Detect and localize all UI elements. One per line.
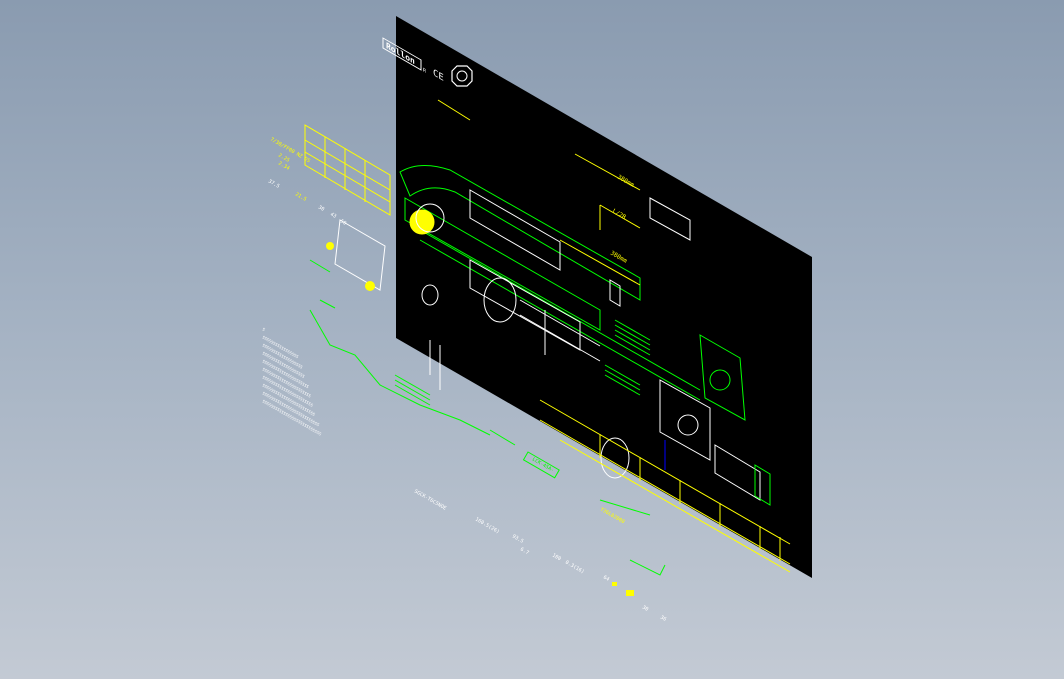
dim-value: 100 [551, 553, 562, 563]
ce-mark: CE [433, 67, 444, 84]
logo-box [382, 37, 422, 71]
table-block: 7/30/FF00 NZ DS 2.25 2.34 37.5 21.5 30 4… [267, 124, 391, 227]
dim-value: 93.5 [511, 534, 524, 545]
side-part [309, 219, 516, 446]
spec-block: S SSSSSSSSSSSSSSSSS SSSSSSSSSSSSSSSSSSS … [262, 327, 323, 437]
dim-value: 6.7 [519, 547, 530, 557]
table-value-2: 2.34 [277, 161, 290, 172]
table-value-7: 50 [339, 219, 347, 227]
table-value-5: 30 [317, 205, 325, 213]
dim-value: 0.3(16) [564, 560, 585, 576]
green-labels: LCK-45A- [522, 451, 560, 479]
dim-value: 36 [659, 615, 667, 623]
table-value-1: 2.25 [277, 153, 290, 164]
table-value-4: 21.5 [294, 192, 307, 203]
logo-suffix: R [423, 67, 427, 75]
dim-value: 30 [641, 605, 649, 613]
dim-value: 64 [602, 575, 610, 583]
table-value-3: 37.5 [267, 179, 280, 190]
drawing-sheet [396, 16, 812, 578]
table-value-6: 43 [329, 212, 337, 220]
spec-line: S [262, 327, 267, 333]
code-label: Y36L02000 [599, 507, 625, 526]
octagon-icon [451, 65, 473, 87]
drawing-linework [399, 153, 791, 573]
model-label: SGCK-T6C5NOE [413, 489, 447, 512]
dim-value: 160.5(26) [474, 517, 500, 536]
bottom-block: SGCK-T6C5NOE 160.5(26) 93.5 6.7 100 0.3(… [413, 489, 667, 623]
